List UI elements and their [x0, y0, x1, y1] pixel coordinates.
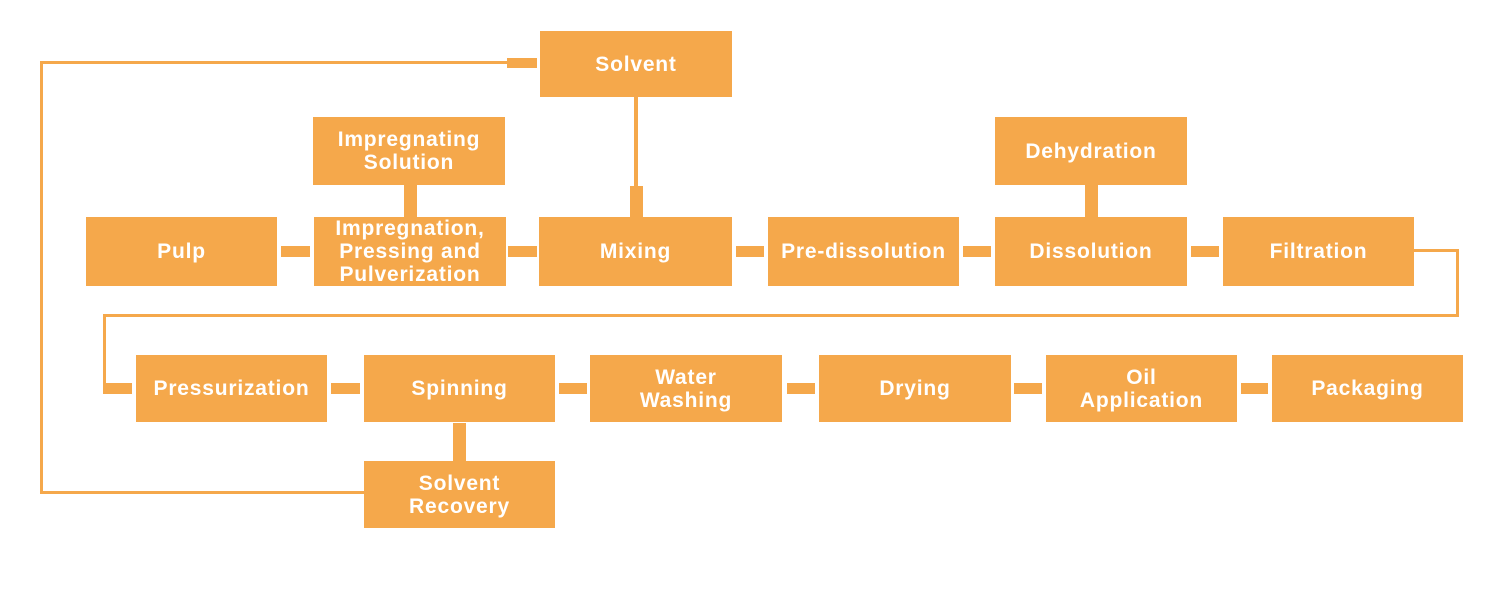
node-oil-application: Oil Application: [1046, 355, 1237, 422]
connector-mixing-predissolution: [736, 246, 764, 257]
node-water-washing: Water Washing: [590, 355, 782, 422]
node-dissolution: Dissolution: [995, 217, 1187, 286]
connector-pressurization-spinning: [331, 383, 360, 394]
connector-oilapplication-packaging: [1241, 383, 1268, 394]
node-impregnation-pressing-pulverization: Impregnation, Pressing and Pulverization: [314, 217, 506, 286]
node-pre-dissolution: Pre-dissolution: [768, 217, 959, 286]
node-dehydration: Dehydration: [995, 117, 1187, 185]
connector-dissolution-filtration: [1191, 246, 1219, 257]
connector-into-pressurization: [103, 383, 132, 394]
connector-waterwashing-drying: [787, 383, 815, 394]
node-impregnating-solution: Impregnating Solution: [313, 117, 505, 185]
edge-solvent-recovery-to-solvent-left: [40, 61, 43, 494]
node-mixing: Mixing: [539, 217, 732, 286]
edge-solvent-recovery-to-solvent-bottom: [40, 491, 364, 494]
node-solvent-recovery: Solvent Recovery: [364, 461, 555, 528]
connector-dehydration-dissolution: [1085, 185, 1098, 217]
node-spinning: Spinning: [364, 355, 555, 422]
edge-filtration-out-right: [1414, 249, 1459, 252]
edge-solvent-recovery-to-solvent-top: [40, 61, 507, 64]
connector-pulp-impregnation: [281, 246, 310, 257]
connector-impregnatingsolution-impregnation: [404, 185, 417, 217]
node-filtration: Filtration: [1223, 217, 1414, 286]
edge-filtration-down-right: [1456, 249, 1459, 317]
edge-filtration-to-pressurization-across: [103, 314, 1459, 317]
node-packaging: Packaging: [1272, 355, 1463, 422]
connector-spinning-solventrecovery: [453, 423, 466, 461]
edge-filtration-to-pressurization-down: [103, 314, 106, 389]
connector-solvent-mixing: [630, 186, 643, 217]
node-drying: Drying: [819, 355, 1011, 422]
node-pressurization: Pressurization: [136, 355, 327, 422]
edge-solvent-to-mixing: [634, 97, 638, 188]
connector-drying-oilapplication: [1014, 383, 1042, 394]
connector-predissolution-dissolution: [963, 246, 991, 257]
connector-into-solvent: [507, 58, 537, 68]
node-pulp: Pulp: [86, 217, 277, 286]
connector-impregnation-mixing: [508, 246, 537, 257]
connector-spinning-waterwashing: [559, 383, 587, 394]
node-solvent: Solvent: [540, 31, 732, 97]
